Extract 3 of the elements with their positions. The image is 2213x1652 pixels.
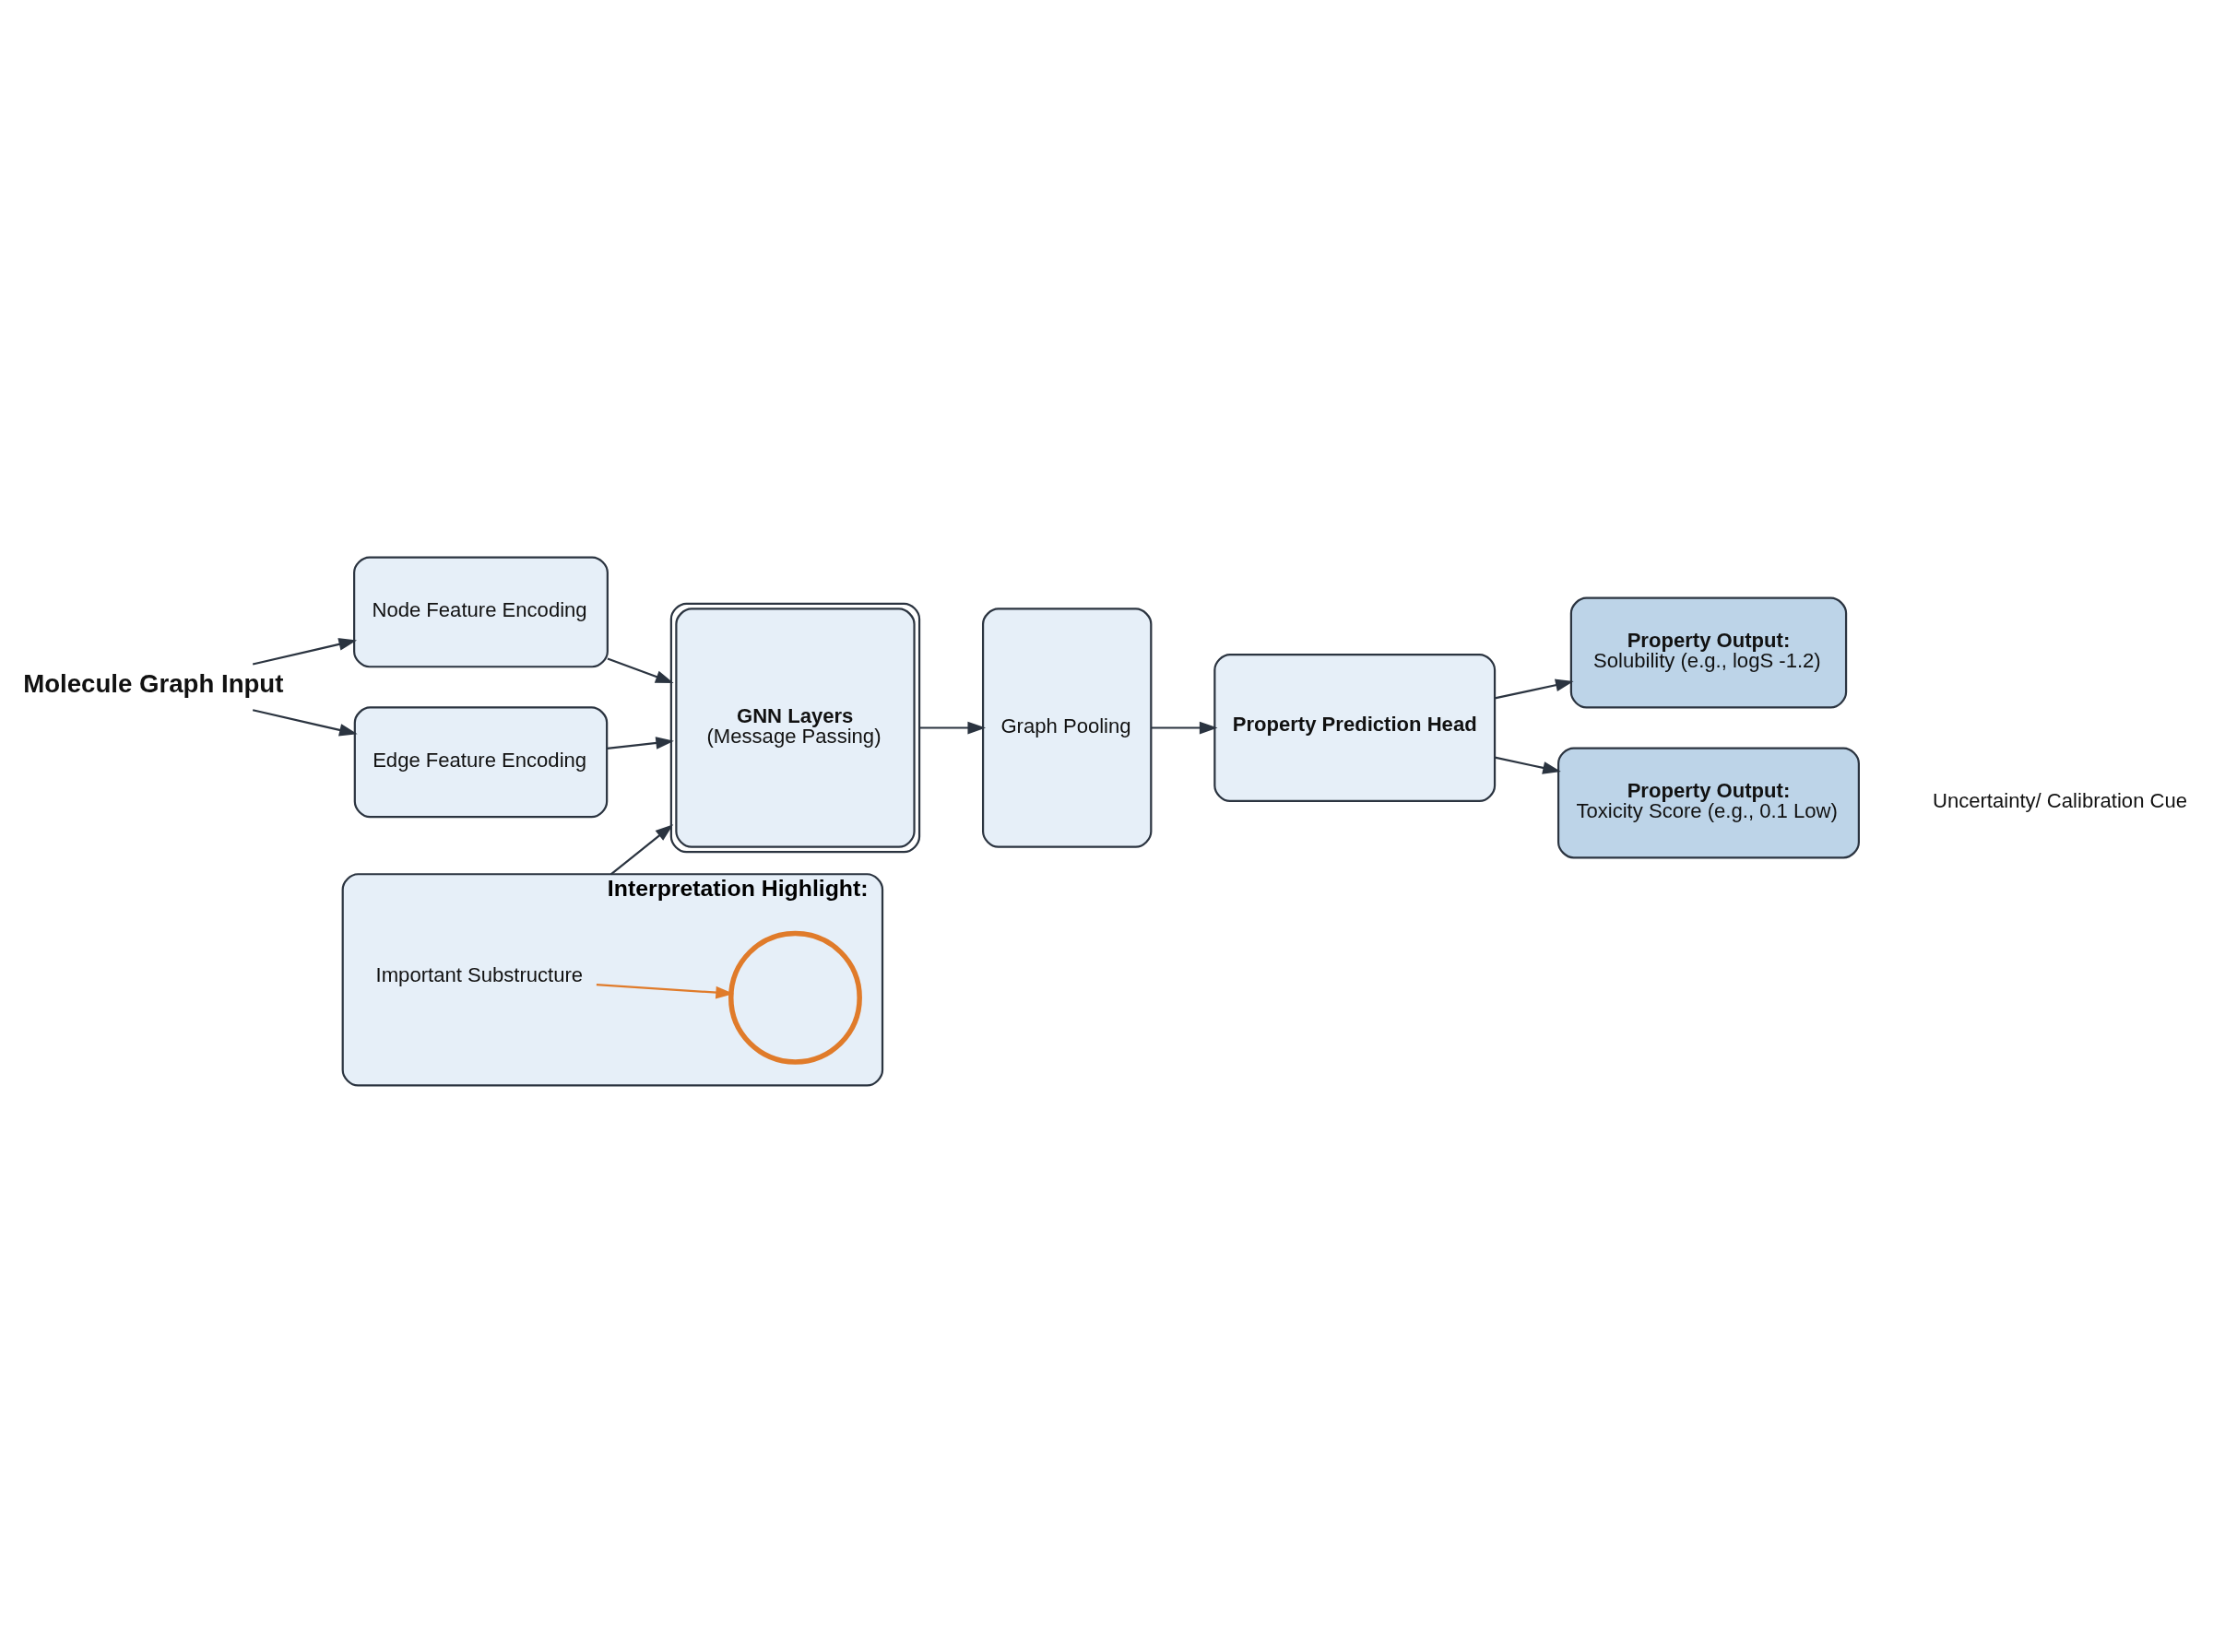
node-text: Uncertainty/ Calibration Cue <box>1932 788 2188 812</box>
node-text: Important Substructure <box>375 962 584 986</box>
node-text: Molecule Graph Input <box>23 668 284 698</box>
